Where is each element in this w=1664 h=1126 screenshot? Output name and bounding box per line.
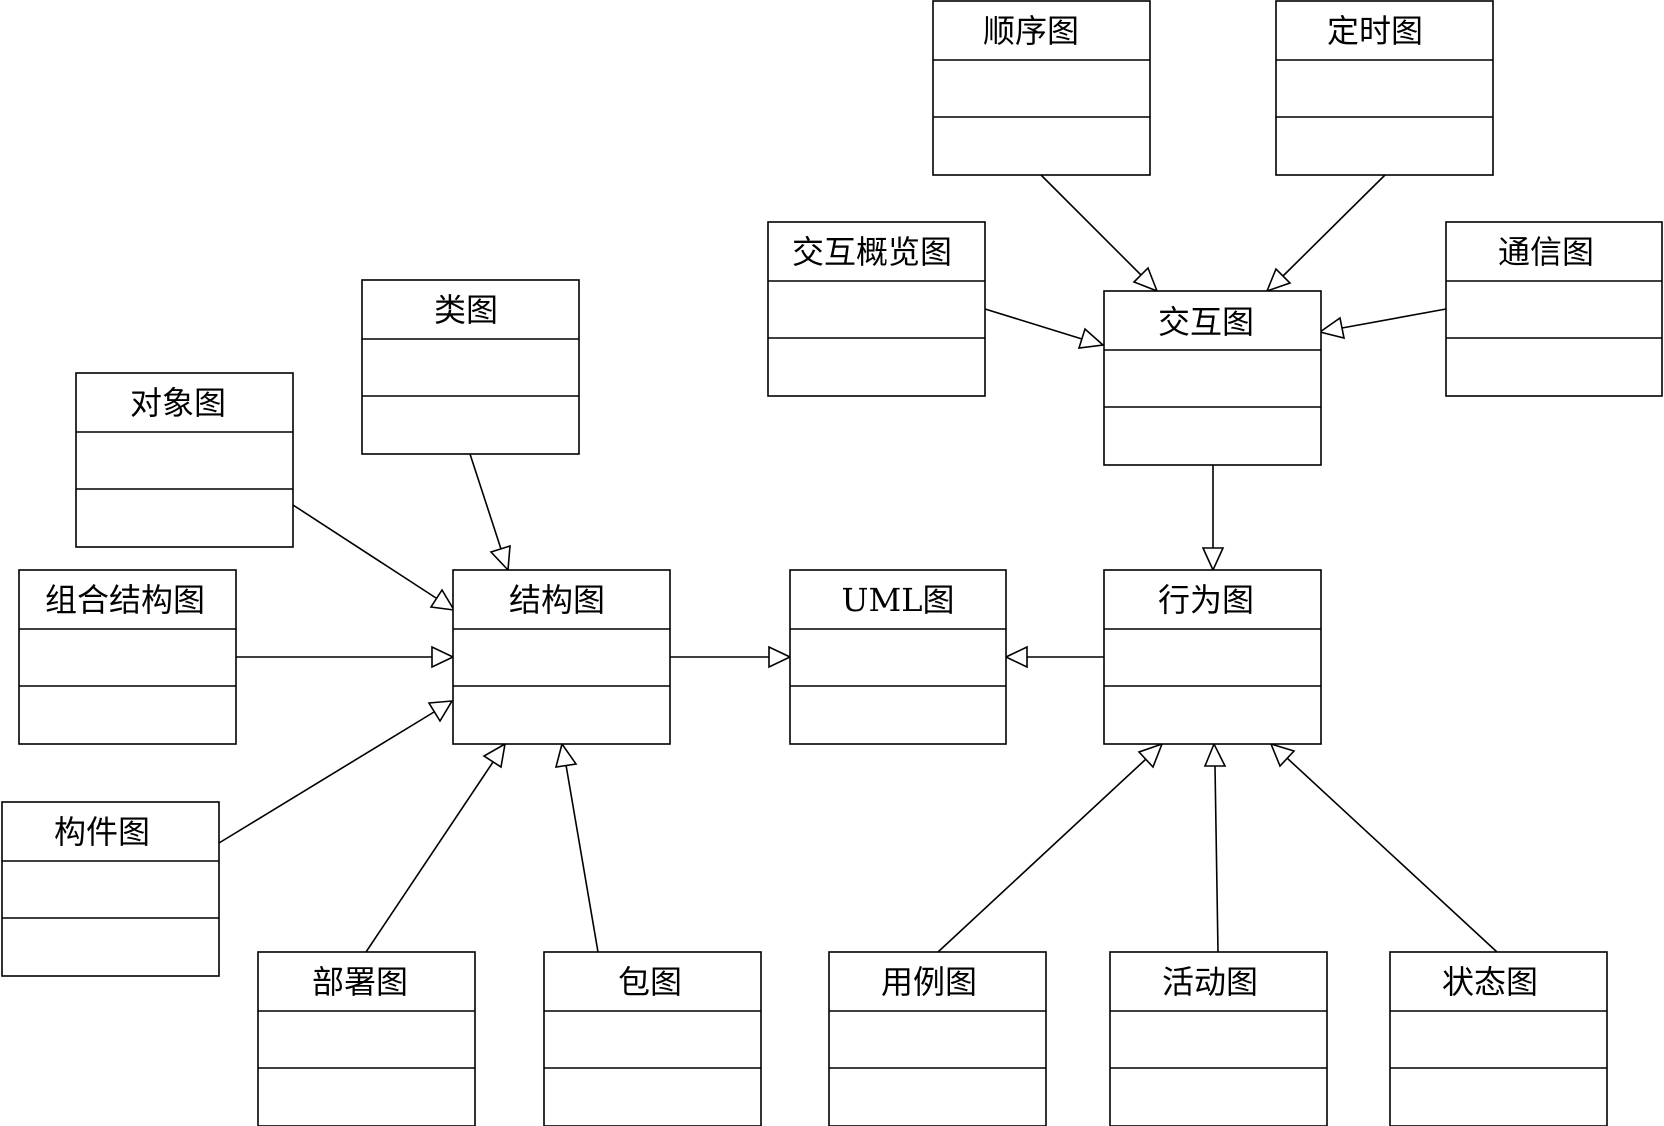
class-box-overview[interactable]: 交互概览图 [767,221,986,397]
class-title-deployment: 部署图 [312,963,408,1001]
class-box-sequence[interactable]: 顺序图 [932,0,1151,176]
edge-state-to-behavior [1269,742,1498,953]
class-title-class: 类图 [434,291,498,329]
edge-object-to-structure [292,504,456,612]
class-title-sequence: 顺序图 [983,12,1079,50]
class-box-package[interactable]: 包图 [543,951,762,1126]
class-title-overview: 交互概览图 [792,233,952,271]
edge-sequence-to-interaction [1040,174,1159,293]
edge-component-to-structure [218,700,454,844]
class-title-composite: 组合结构图 [45,581,205,619]
class-box-timing[interactable]: 定时图 [1275,0,1494,176]
class-box-component[interactable]: 构件图 [1,801,220,977]
class-title-package: 包图 [618,963,682,1001]
class-title-timing: 定时图 [1327,12,1423,50]
edge-structure-to-uml [670,645,792,669]
class-box-interaction[interactable]: 交互图 [1103,290,1322,466]
class-title-state: 状态图 [1442,963,1538,1001]
class-box-usecase[interactable]: 用例图 [828,951,1047,1126]
class-title-usecase: 用例图 [881,963,977,1001]
class-box-object[interactable]: 对象图 [75,372,294,548]
edge-interaction-to-behavior [1201,465,1225,572]
edge-timing-to-interaction [1265,174,1386,293]
class-title-communication: 通信图 [1498,233,1594,271]
class-box-state[interactable]: 状态图 [1389,951,1608,1126]
class-title-behavior: 行为图 [1158,581,1254,619]
edge-overview-to-interaction [984,308,1105,349]
edge-deployment-to-structure [365,742,507,953]
class-box-structure[interactable]: 结构图 [452,569,671,745]
class-box-class[interactable]: 类图 [361,279,580,455]
class-title-object: 对象图 [130,384,226,422]
edge-usecase-to-behavior [937,742,1164,953]
class-title-component: 构件图 [54,813,150,851]
edge-activity-to-behavior [1203,742,1227,953]
edge-composite-to-structure [236,645,455,669]
class-box-behavior[interactable]: 行为图 [1103,569,1322,745]
edges-layer [218,174,1498,953]
class-box-communication[interactable]: 通信图 [1445,221,1663,397]
class-title-structure: 结构图 [509,581,605,619]
class-title-interaction: 交互图 [1158,303,1254,341]
edge-behavior-to-uml [1004,645,1104,669]
class-title-activity: 活动图 [1162,963,1258,1001]
class-box-composite[interactable]: 组合结构图 [18,569,237,745]
class-box-deployment[interactable]: 部署图 [257,951,476,1126]
class-box-uml[interactable]: UML图 [789,569,1007,745]
class-title-uml: UML图 [842,581,955,619]
edge-class-to-structure [469,453,511,572]
edge-communication-to-interaction [1318,308,1447,340]
class-box-activity[interactable]: 活动图 [1109,951,1328,1126]
edge-package-to-structure [554,742,599,953]
